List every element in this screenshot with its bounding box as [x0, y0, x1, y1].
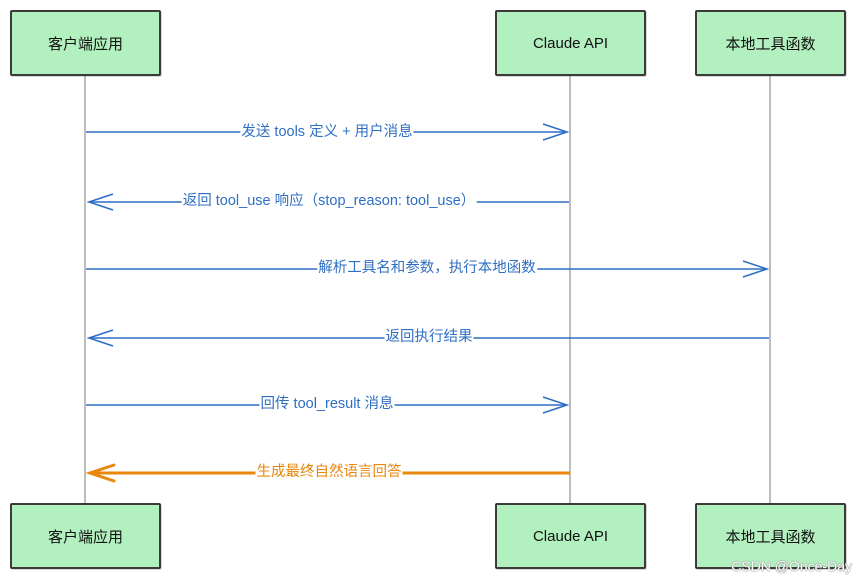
actor-claude-api-top: Claude API — [495, 10, 646, 76]
message-label-4: 返回执行结果 — [384, 328, 474, 346]
message-label-1: 发送 tools 定义 + 用户消息 — [240, 123, 414, 141]
actor-claude-api-bottom: Claude API — [495, 503, 646, 569]
message-label-6: 生成最终自然语言回答 — [255, 463, 403, 481]
message-label-3: 解析工具名和参数，执行本地函数 — [317, 259, 537, 277]
actor-local-tool-bottom: 本地工具函数 — [695, 503, 846, 569]
actor-local-tool-top: 本地工具函数 — [695, 10, 846, 76]
watermark: CSDN @Once-Day — [731, 558, 852, 574]
message-label-5: 回传 tool_result 消息 — [259, 395, 395, 413]
message-label-2: 返回 tool_use 响应（stop_reason: tool_use） — [181, 192, 477, 210]
actor-client-bottom: 客户端应用 — [10, 503, 161, 569]
actor-client-top: 客户端应用 — [10, 10, 161, 76]
